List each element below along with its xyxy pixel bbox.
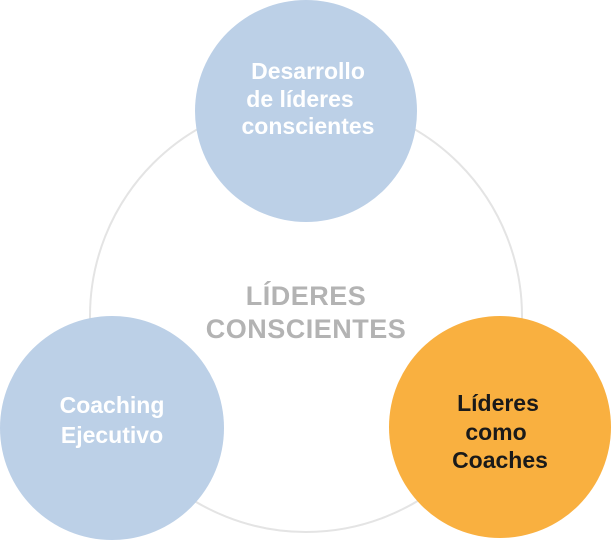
node-desarrollo-line-1: Desarrollo <box>251 58 365 84</box>
node-desarrollo-line-2: de líderes <box>246 86 353 112</box>
center-label-line-2: CONSCIENTES <box>206 314 407 344</box>
node-coaching-ejecutivo: Coaching Ejecutivo <box>0 316 224 540</box>
node-lideres-coaches-line-3: Coaches <box>452 447 548 473</box>
node-desarrollo-line-3: conscientes <box>242 113 375 139</box>
node-lideres-como-coaches: Líderes como Coaches <box>389 316 611 538</box>
node-desarrollo-de-lideres: Desarrollo de líderes conscientes <box>195 0 417 222</box>
node-coaching-line-1: Coaching <box>60 392 165 418</box>
node-coaching-circle <box>0 316 224 540</box>
node-lideres-coaches-line-2: como <box>465 419 526 445</box>
center-label: LÍDERES CONSCIENTES <box>206 280 407 344</box>
node-lideres-coaches-circle <box>389 316 611 538</box>
node-lideres-coaches-line-1: Líderes <box>457 390 539 416</box>
center-label-line-1: LÍDERES <box>246 280 367 311</box>
node-desarrollo-circle <box>195 0 417 222</box>
node-coaching-line-2: Ejecutivo <box>61 422 163 448</box>
